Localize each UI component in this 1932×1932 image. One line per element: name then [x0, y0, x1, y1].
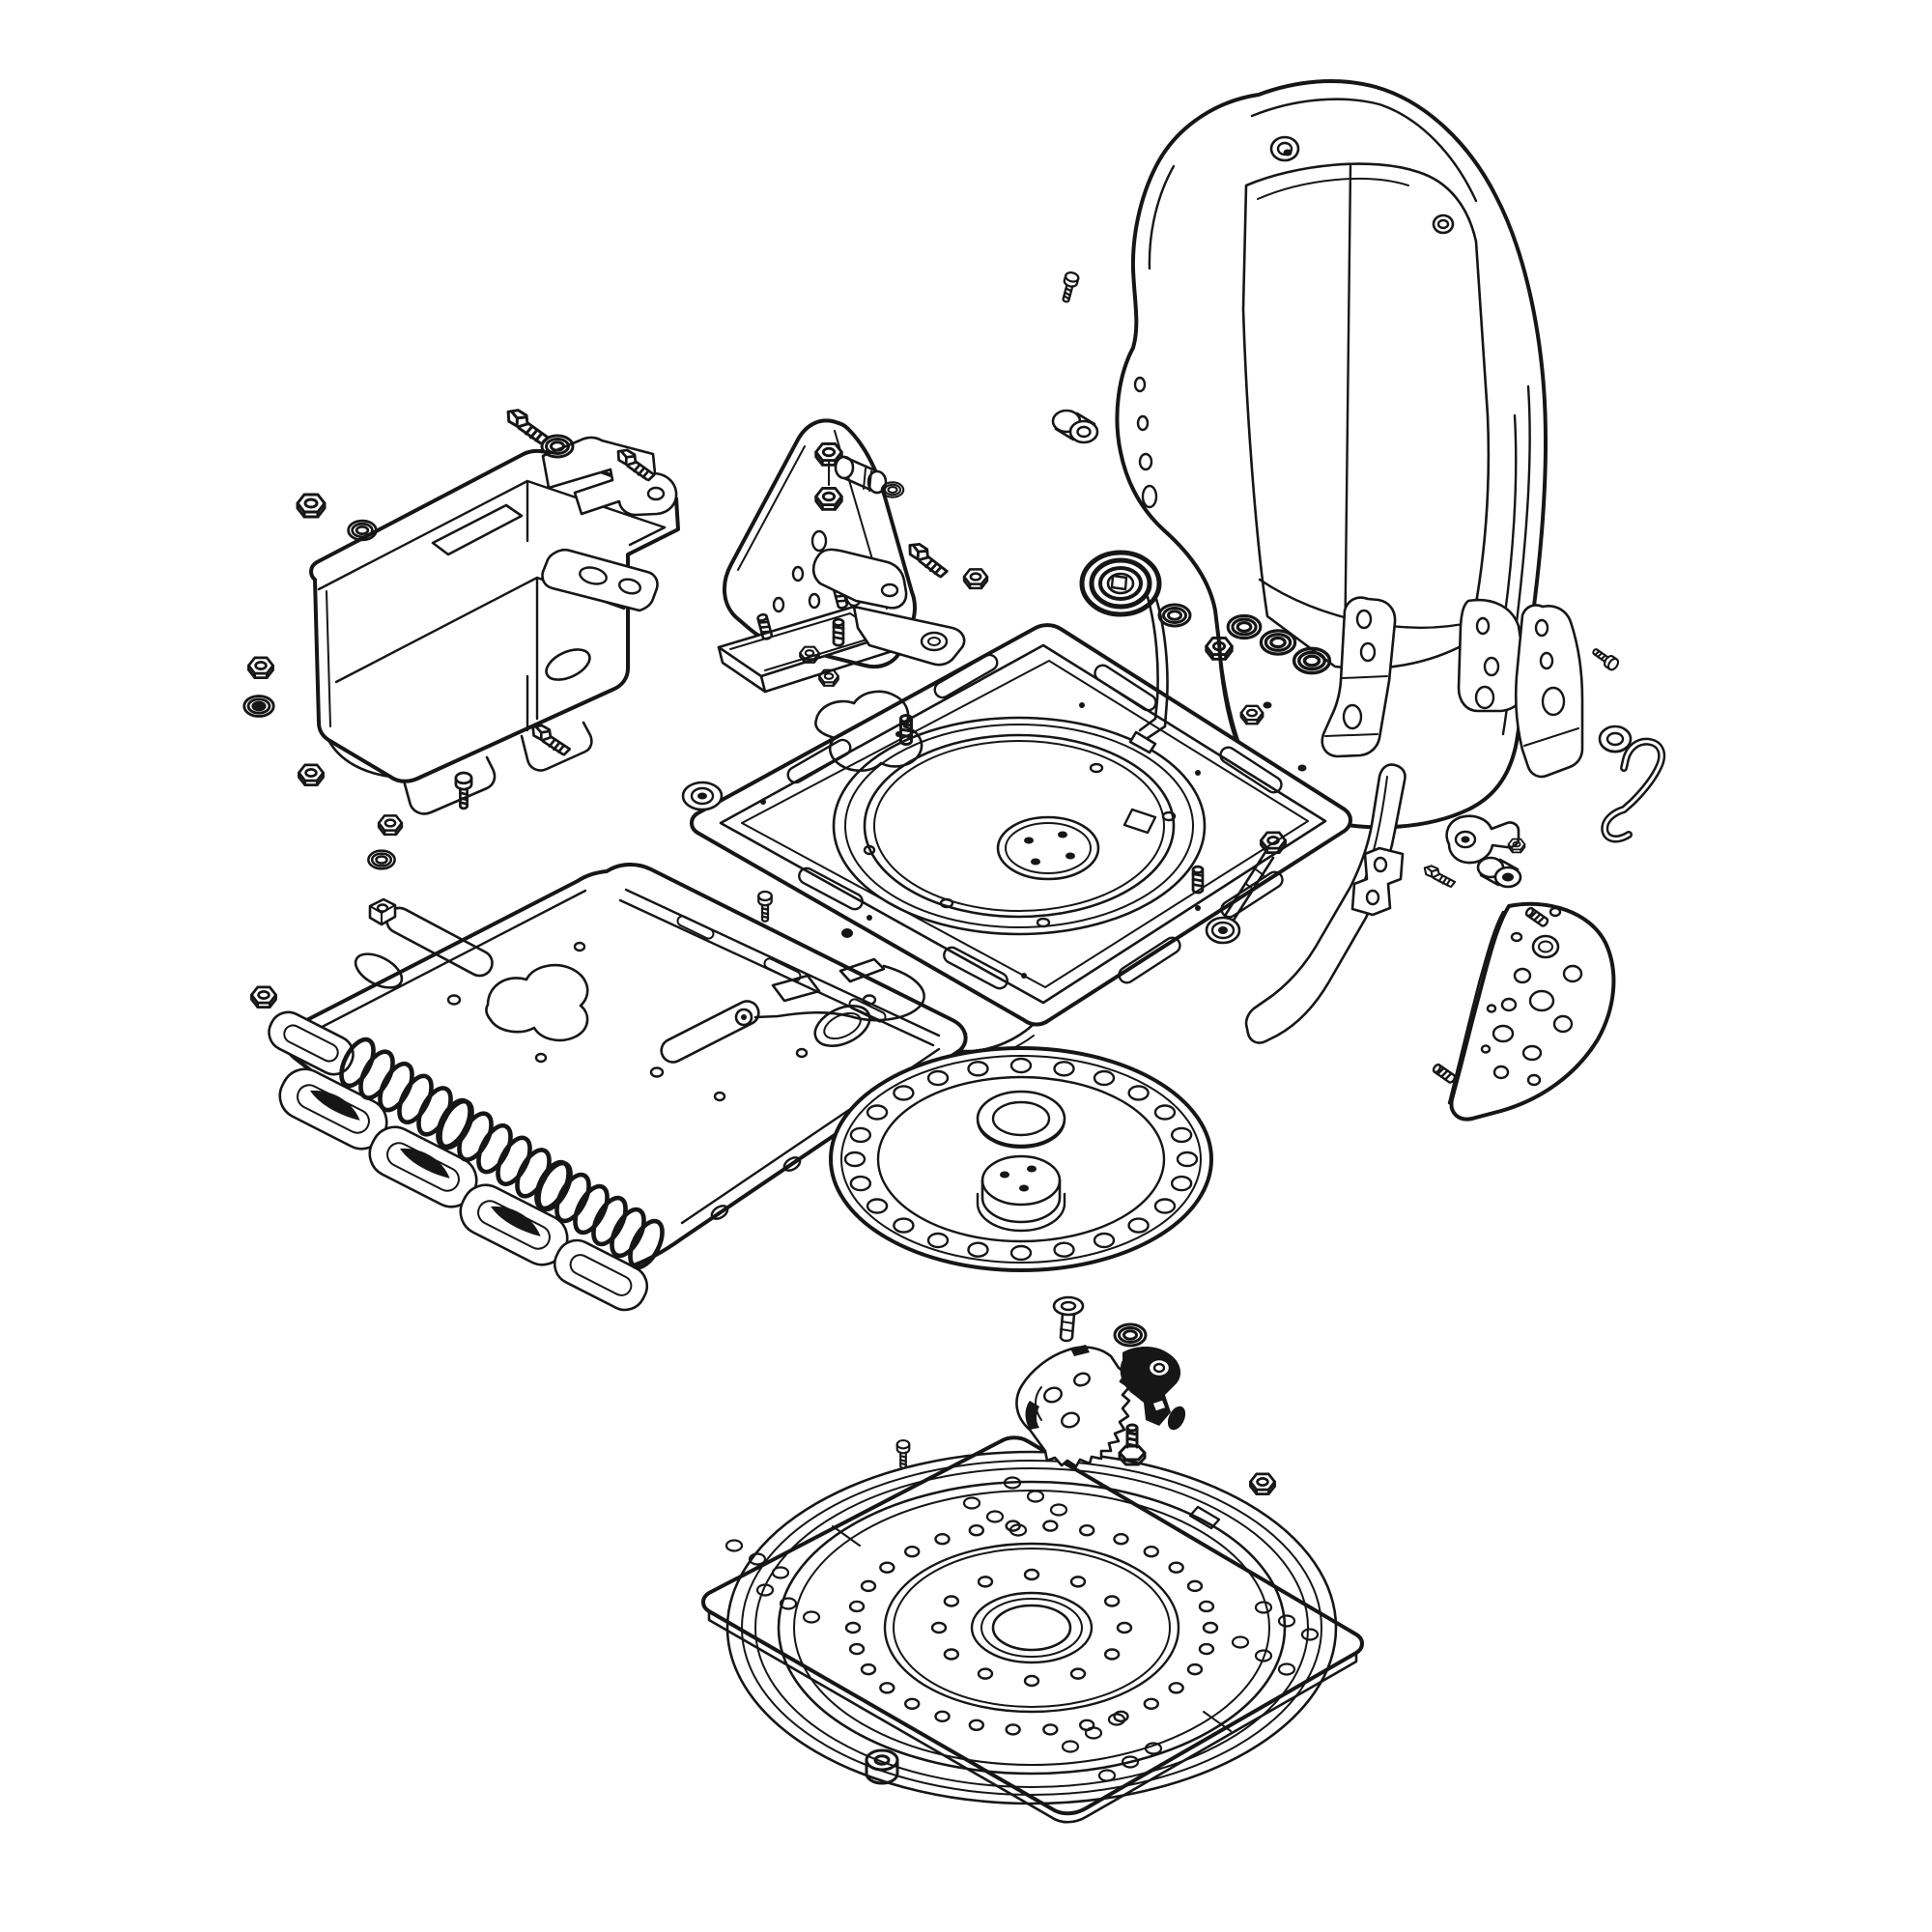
- angle-bracket: Angle bracket: [1321, 596, 1397, 758]
- square-nut: [368, 897, 397, 926]
- backrest-shell: Seat backrest shell: [1115, 79, 1548, 830]
- retainer-hook: Wire retainer hook: [1601, 737, 1666, 843]
- seat-frame: Seat frame with swivel ring: [663, 623, 1352, 1060]
- hinge-lug: Hinge lug: [811, 548, 908, 647]
- side-bracket: Curved side mounting bracket: [1431, 901, 1616, 1122]
- swivel-disc: Swivel bearing disc (24 rim holes): [829, 1046, 1213, 1272]
- hardware: Bolts, nuts, washers, studs and spacers: [242, 270, 1459, 1495]
- support-strap: Bent support strap: [541, 436, 678, 517]
- rod-end-link: Rod end link: [1445, 814, 1526, 865]
- suspension-springs: Suspension coil springs: [339, 1037, 665, 1270]
- spacer-bushing: Spacer bushing: [1476, 856, 1522, 889]
- gusset-bracket: Perforated gusset bracket with base tray: [717, 418, 966, 694]
- sector-gear: Swivel lock sector gear: [1015, 1345, 1131, 1468]
- lock-pawl: Lock pawl lever with roller: [1120, 1347, 1186, 1431]
- taper-bracket: Tapered pivot bracket: [1514, 604, 1633, 779]
- flat-head-screw: [1052, 1295, 1085, 1343]
- mount-bracket: Box mounting bracket: [309, 448, 680, 815]
- bushing: [1051, 409, 1099, 444]
- seat-pan: Suspension coil springs Seat pan with sl…: [268, 863, 968, 1312]
- clock-spring: Spiral return spring: [1079, 550, 1169, 754]
- z-clip: Z-clip bracket: [1350, 846, 1405, 917]
- base-plate: Swivel base plate with bearing rings: [701, 1435, 1364, 1824]
- support-bar: Slotted support bar: [541, 549, 659, 612]
